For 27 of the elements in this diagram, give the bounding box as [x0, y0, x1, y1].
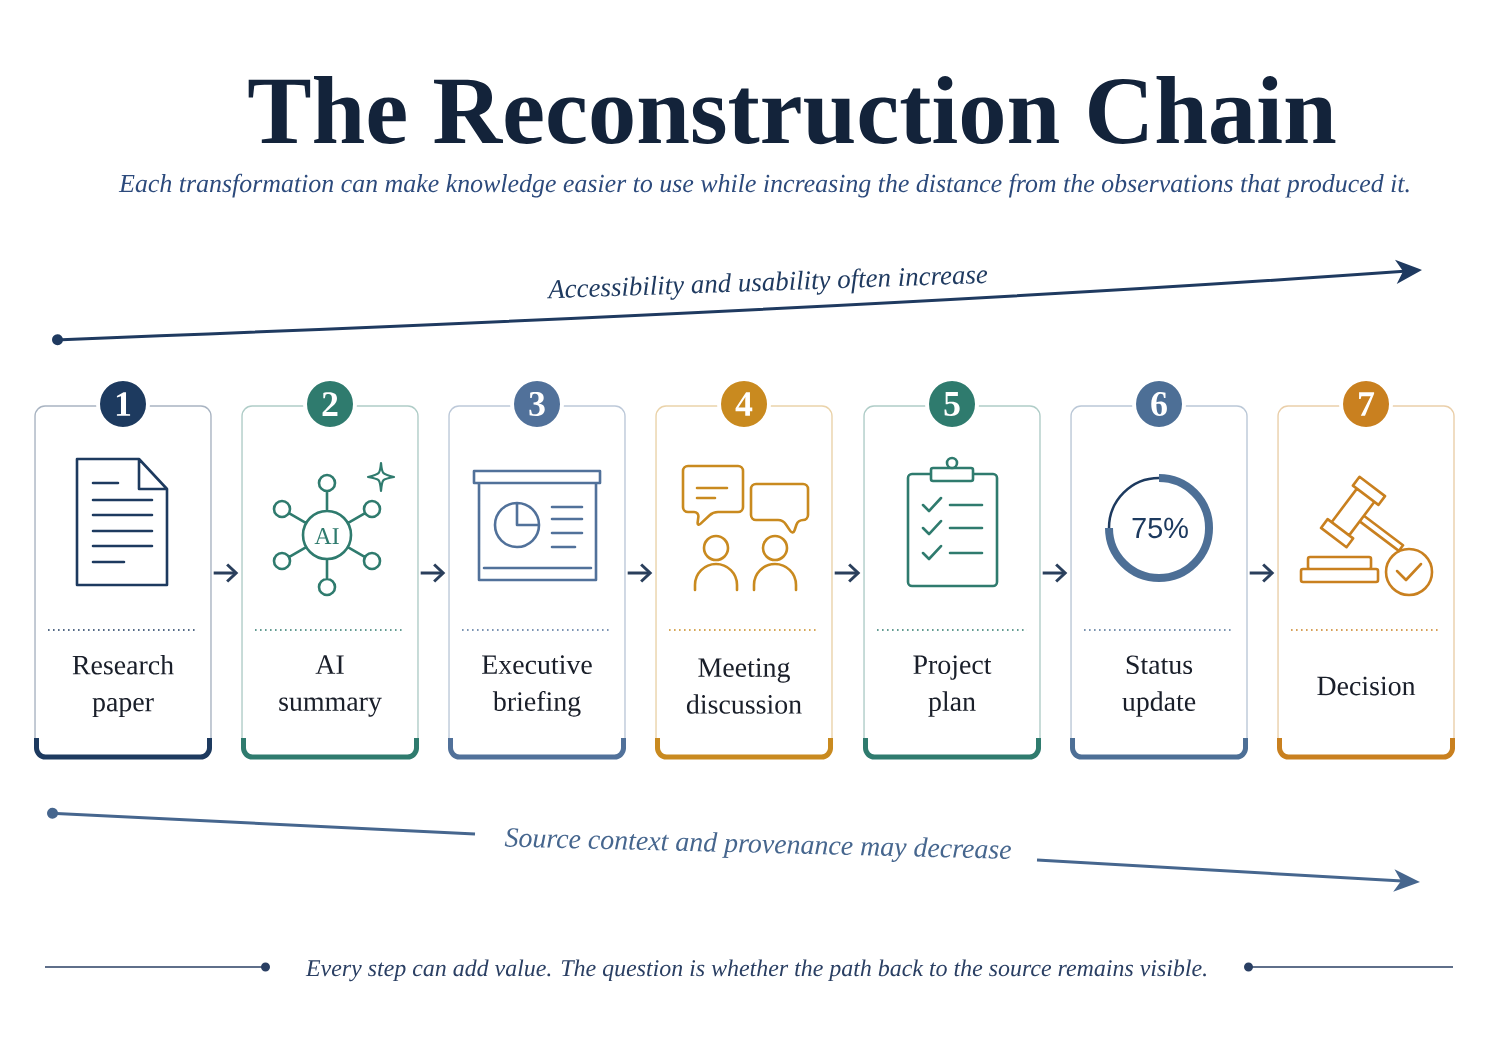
- number-badge: 6: [1132, 377, 1186, 431]
- title: The Reconstruction Chain: [248, 75, 1336, 145]
- arrow: [420, 563, 446, 583]
- icon-text: 75%: [1132, 517, 1188, 539]
- subtitle: Each transformation can make knowledge easier to use while increasing the distance from the observations that produced it.: [118, 173, 1409, 198]
- number-badge: 5: [925, 377, 979, 431]
- footnote: Every step can add value. The question is whether the path back to the source remains visible.: [305, 959, 1206, 982]
- step-label: Executive briefing: [482, 655, 592, 717]
- arrow-label: Source context and provenance may decrease: [504, 828, 1011, 862]
- number-badge: 3: [510, 377, 564, 431]
- number-badge: 4: [717, 377, 771, 431]
- icon-text: AI: [314, 528, 339, 544]
- step-label: Project plan: [913, 655, 992, 717]
- arrow: [213, 563, 239, 583]
- number-badge: 1: [96, 377, 150, 431]
- step-label: AI summary: [279, 655, 382, 717]
- arrow: [834, 563, 861, 583]
- arrow: [1249, 563, 1275, 583]
- step-label: Research paper: [72, 654, 174, 718]
- number-badge: 7: [1339, 377, 1393, 431]
- step-label: Meeting discussion: [686, 658, 802, 714]
- step-label: Decision: [1317, 676, 1416, 696]
- arrow: [1042, 563, 1068, 583]
- arrow-label: Accessibility and usability often increase: [547, 268, 988, 300]
- number-badge: 2: [303, 377, 357, 431]
- arrow: [627, 563, 653, 583]
- step-label: Status update: [1122, 655, 1196, 717]
